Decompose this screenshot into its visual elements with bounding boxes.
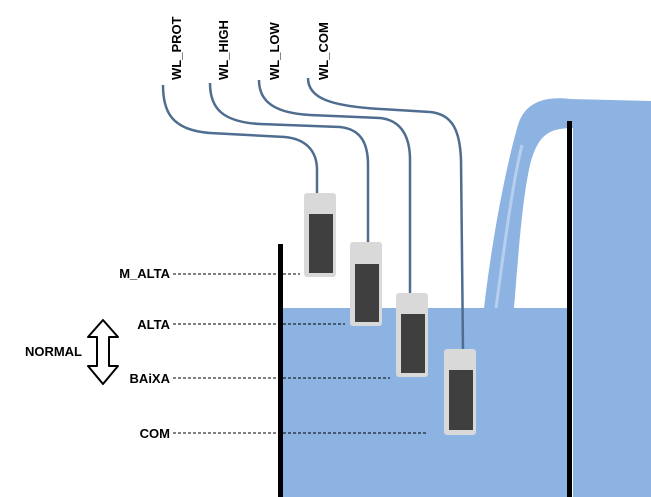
cable-wl-prot: [161, 84, 319, 196]
normal-range-arrow: [87, 319, 119, 385]
cable-wl-low: [257, 79, 412, 294]
label-wl-low: WL_LOW: [267, 22, 282, 80]
label-wl-high: WL_HIGH: [216, 20, 231, 80]
sensor-wl-prot: [304, 193, 336, 277]
label-wl-prot: WL_PROT: [169, 16, 184, 80]
level-label-baixa: BAiXA: [130, 371, 171, 386]
right-reservoir-water: [573, 101, 651, 497]
cable-wl-com: [306, 77, 465, 351]
level-label-m-alta: M_ALTA: [119, 266, 170, 281]
sensor-wl-low: [396, 293, 428, 377]
tank-right-wall: [567, 121, 572, 497]
level-label-com: COM: [140, 426, 170, 441]
normal-range-label: NORMAL: [25, 344, 82, 359]
overflow-spout: [484, 98, 651, 308]
sensor-wl-com: [444, 349, 476, 435]
tank-left-wall: [278, 244, 283, 497]
spout-highlight: [494, 144, 524, 309]
sensor-wl-high: [350, 242, 382, 326]
level-label-alta: ALTA: [137, 317, 170, 332]
label-wl-com: WL_COM: [316, 22, 331, 80]
cable-wl-high: [208, 82, 370, 244]
